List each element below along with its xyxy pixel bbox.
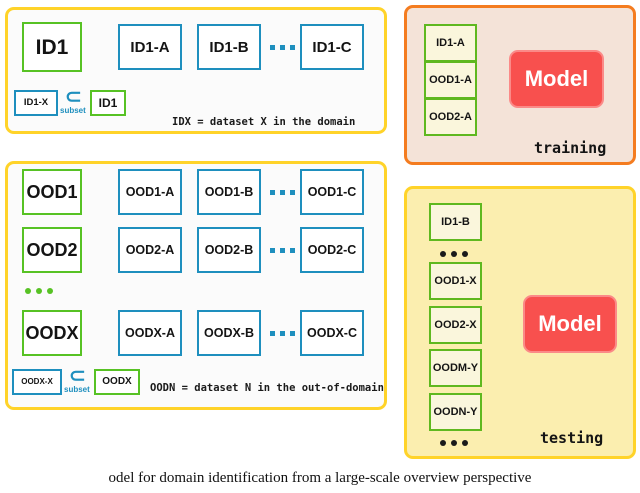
- ood-subset-box-1b[interactable]: OOD1-B: [197, 169, 261, 215]
- testing-input-ood2-x[interactable]: OOD2-X: [429, 306, 482, 344]
- ood-subset-box-xb[interactable]: OODX-B: [197, 310, 261, 356]
- ood-legend-superset-box: OODX: [94, 369, 140, 395]
- training-input-ood1-a[interactable]: OOD1-A: [424, 61, 477, 99]
- ood-row-2-ellipsis: [270, 248, 295, 253]
- ood-source-box-x[interactable]: OODX: [22, 310, 82, 356]
- ood-subset-box-xc[interactable]: OODX-C: [300, 310, 364, 356]
- id-source-box[interactable]: ID1: [22, 22, 82, 72]
- training-model-box[interactable]: Model: [509, 50, 604, 108]
- id-legend-subset-word: subset: [60, 106, 86, 115]
- ood-subset-box-1a[interactable]: OOD1-A: [118, 169, 182, 215]
- testing-ellipsis-top: [440, 251, 468, 257]
- testing-input-id1-b[interactable]: ID1-B: [429, 203, 482, 241]
- ood-row-x-ellipsis: [270, 331, 295, 336]
- id-legend-superset-box: ID1: [90, 90, 126, 116]
- ood-legend-subset-word: subset: [64, 385, 90, 394]
- testing-input-oodm-y[interactable]: OODM-Y: [429, 349, 482, 387]
- ood-subset-symbol-icon: ⊂: [69, 365, 86, 387]
- figure-caption: odel for domain identification from a la…: [108, 470, 532, 486]
- ood-panel-note: OODN = dataset N in the out-of-domain: [150, 382, 384, 394]
- testing-model-box[interactable]: Model: [523, 295, 617, 353]
- ood-row-1-ellipsis: [270, 190, 295, 195]
- training-input-id1-a[interactable]: ID1-A: [424, 24, 477, 62]
- id-subset-box-c[interactable]: ID1-C: [300, 24, 364, 70]
- ood-subset-box-2c[interactable]: OOD2-C: [300, 227, 364, 273]
- id-legend-subset-box: ID1-X: [14, 90, 58, 116]
- training-input-ood2-a[interactable]: OOD2-A: [424, 98, 477, 136]
- testing-input-ood1-x[interactable]: OOD1-X: [429, 262, 482, 300]
- training-caption: training: [534, 139, 607, 157]
- ood-subset-box-2b[interactable]: OOD2-B: [197, 227, 261, 273]
- testing-ellipsis-bottom: [440, 440, 468, 446]
- id-subset-box-b[interactable]: ID1-B: [197, 24, 261, 70]
- ood-source-box-1[interactable]: OOD1: [22, 169, 82, 215]
- ood-subset-box-1c[interactable]: OOD1-C: [300, 169, 364, 215]
- id-subset-box-a[interactable]: ID1-A: [118, 24, 182, 70]
- subset-symbol-icon: ⊂: [65, 86, 82, 108]
- testing-input-oodn-y[interactable]: OODN-Y: [429, 393, 482, 431]
- id-subset-ellipsis: [270, 45, 295, 50]
- ood-legend-subset-box: OODX-X: [12, 369, 62, 395]
- ood-rows-ellipsis: [25, 288, 53, 294]
- testing-caption: testing: [540, 429, 604, 447]
- ood-source-box-2[interactable]: OOD2: [22, 227, 82, 273]
- ood-subset-box-2a[interactable]: OOD2-A: [118, 227, 182, 273]
- id-panel-note: IDX = dataset X in the domain: [172, 116, 356, 128]
- ood-subset-box-xa[interactable]: OODX-A: [118, 310, 182, 356]
